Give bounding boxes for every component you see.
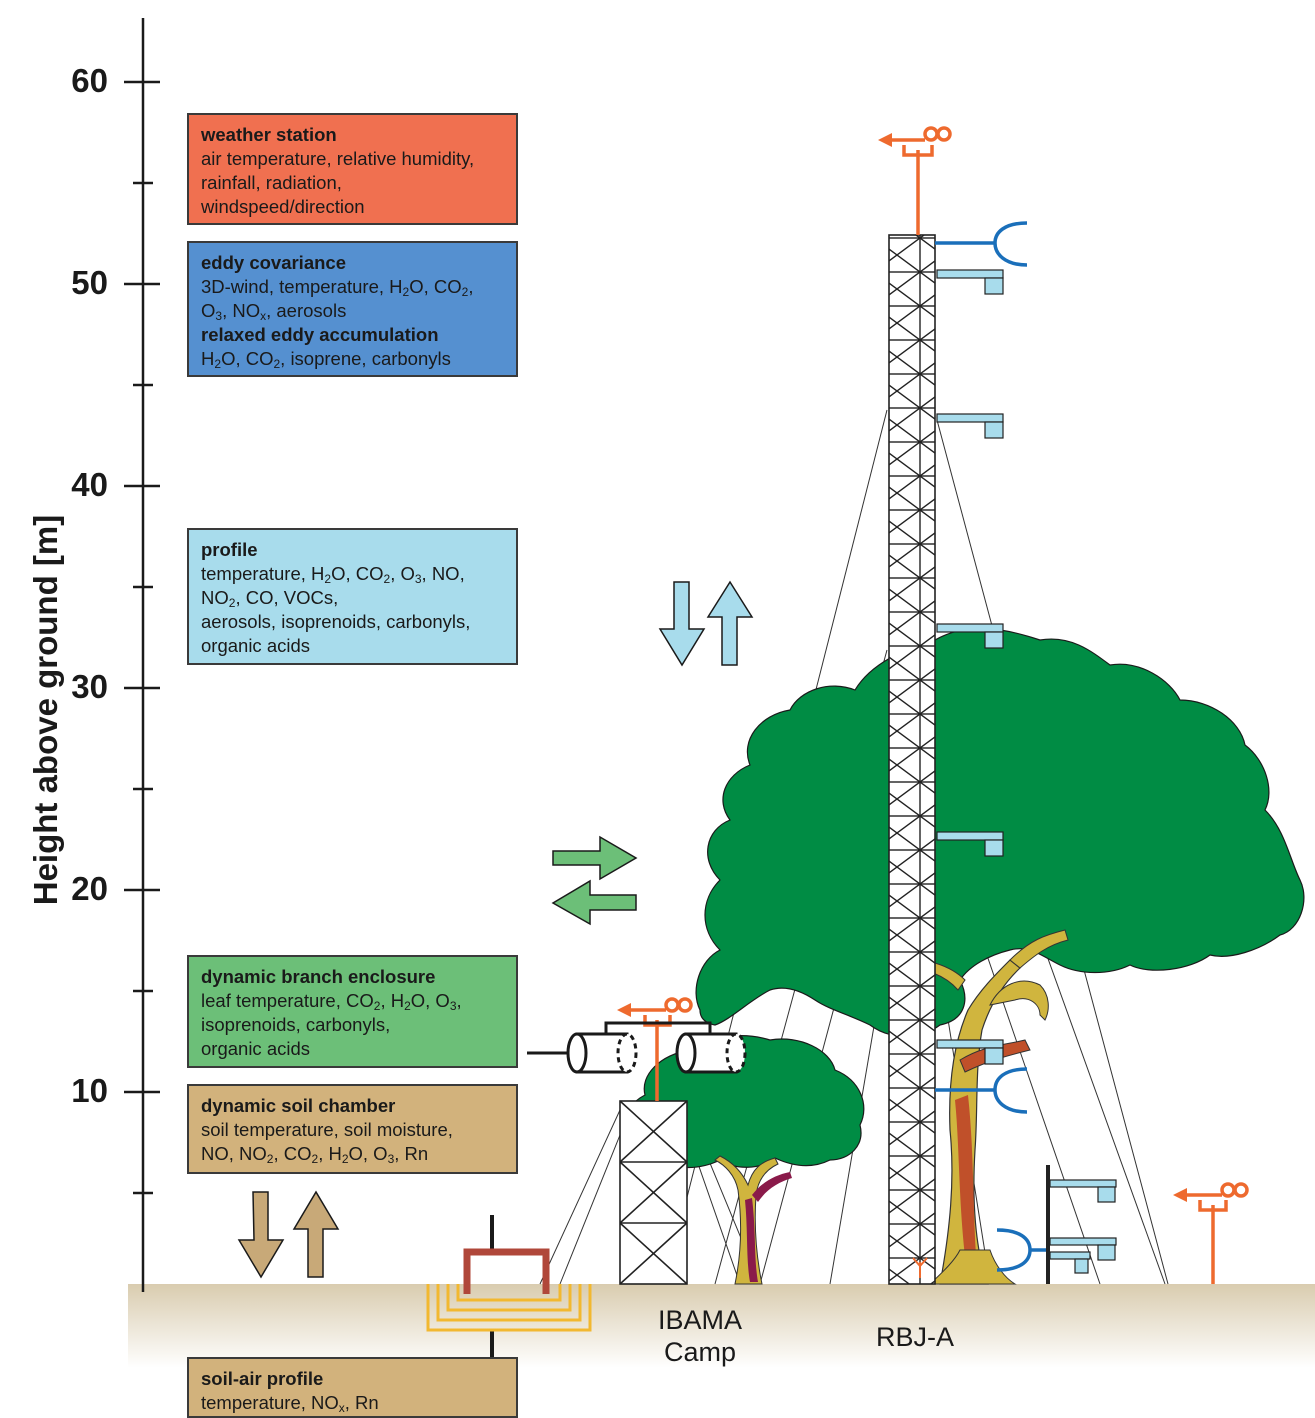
box-line: temperature, NOx, Rn: [201, 1392, 379, 1415]
profile-inlets: [936, 269, 1004, 1065]
rbja-label: RBJ-A: [875, 1322, 954, 1352]
box-line: O3, NOx, aerosols: [201, 300, 347, 323]
ground: [128, 1284, 1315, 1368]
y-tick-label: 10: [71, 1072, 108, 1109]
inlet-icon: [936, 623, 1004, 649]
y-axis-ticks: [124, 80, 160, 1195]
box-title: eddy covariance: [201, 252, 346, 273]
box-line: isoprenoids, carbonyls,: [201, 1014, 391, 1035]
inlet-icon: [936, 1039, 1004, 1065]
box-title: weather station: [201, 124, 337, 145]
box-line: windspeed/direction: [201, 196, 365, 217]
box-title: dynamic soil chamber: [201, 1095, 396, 1116]
box-title: relaxed eddy accumulation: [201, 324, 439, 345]
green-exchange-arrows: [551, 835, 638, 926]
y-tick-label: 60: [71, 62, 108, 99]
anemometer-icon: [1173, 1182, 1249, 1284]
box-line: organic acids: [201, 635, 311, 656]
ground-mast: [1046, 1165, 1117, 1284]
inlet-icon: [936, 269, 1004, 295]
sonic-anemometer-icon: [996, 1228, 1048, 1272]
sonic-anemometer-icon: [935, 1067, 1028, 1114]
ibama-tower: [619, 1100, 688, 1285]
box-line: temperature, H2O, CO2, O3, NO,: [201, 563, 465, 586]
box-line: organic acids: [201, 1038, 311, 1059]
box-line: NO, NO2, CO2, H2O, O3, Rn: [201, 1143, 429, 1166]
inlet-icon: [936, 831, 1004, 857]
box-line: rainfall, radiation,: [201, 172, 342, 193]
tan-exchange-arrows: [237, 1190, 340, 1279]
sonic-anemometer-icon: [935, 221, 1028, 267]
anemometer-icon: [878, 126, 952, 235]
branch-enclosure-box: dynamic branch enclosure leaf temperature…: [187, 955, 518, 1068]
anemometer-icon: [617, 997, 693, 1101]
y-tick-label: 40: [71, 466, 108, 503]
box-title: dynamic branch enclosure: [201, 966, 436, 987]
box-line: leaf temperature, CO2, H2O, O3,: [201, 990, 462, 1013]
light-blue-exchange-arrows: [658, 580, 754, 667]
soil-chamber-box: dynamic soil chamber soil temperature, so…: [187, 1084, 518, 1174]
soil-sensor-icon: [912, 1257, 928, 1278]
soil-air-profile-box: soil-air profile temperature, NOx, Rn: [187, 1357, 518, 1418]
y-tick-label: 50: [71, 264, 108, 301]
inlet-icon: [936, 413, 1004, 439]
box-line: NO2, CO, VOCs,: [201, 587, 339, 610]
profile-box: profile temperature, H2O, CO2, O3, NO,NO2…: [187, 528, 518, 665]
box-title: soil-air profile: [201, 1368, 324, 1389]
box-line: aerosols, isoprenoids, carbonyls,: [201, 611, 471, 632]
y-tick-label: 30: [71, 668, 108, 705]
box-line: air temperature, relative humidity,: [201, 148, 475, 169]
y-axis-title: Height above ground [m]: [27, 514, 64, 906]
box-line: 3D-wind, temperature, H2O, CO2,: [201, 276, 474, 299]
soil-chamber-icon: [426, 1215, 592, 1360]
box-line: H2O, CO2, isoprene, carbonyls: [201, 348, 451, 371]
weather-station-box: weather station air temperature, relative…: [187, 113, 518, 225]
box-title: profile: [201, 539, 258, 560]
y-tick-label: 20: [71, 870, 108, 907]
eddy-covariance-box: eddy covariance 3D-wind, temperature, H2O…: [187, 241, 518, 377]
ibama-camp-label: IBAMA Camp: [657, 1305, 743, 1367]
small-tree-trunk: [714, 1155, 792, 1285]
branch-enclosure-icon: [527, 1021, 747, 1074]
rbja-tower: [888, 234, 936, 1285]
box-line: soil temperature, soil moisture,: [201, 1119, 453, 1140]
